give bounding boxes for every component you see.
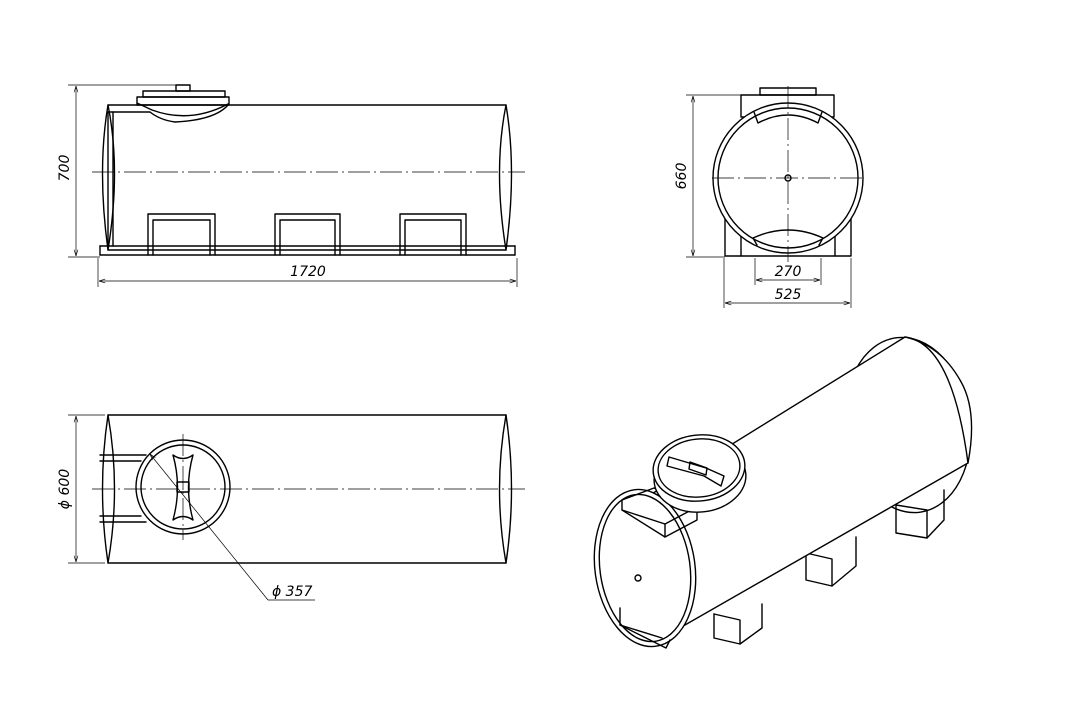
lid-diameter-leader bbox=[150, 454, 269, 601]
iso-cylinder bbox=[649, 336, 973, 646]
side-lid bbox=[107, 84, 230, 123]
iso-front-cap bbox=[593, 488, 697, 648]
side-height-label: 700 bbox=[57, 155, 73, 182]
lid-diameter-label: ϕ 357 bbox=[272, 584, 313, 600]
end-outer-width-label: 525 bbox=[775, 287, 802, 303]
end-view: 660 270 525 bbox=[674, 86, 864, 308]
tank-body-side bbox=[101, 104, 513, 251]
end-height-label: 660 bbox=[674, 163, 690, 190]
side-length-label: 1720 bbox=[290, 264, 326, 280]
isometric-view bbox=[593, 336, 973, 649]
side-foot bbox=[147, 213, 216, 256]
side-view: 700 1720 bbox=[57, 84, 525, 287]
top-view: ϕ 600 ϕ 357 bbox=[57, 414, 525, 601]
top-width-label: ϕ 600 bbox=[57, 469, 73, 510]
iso-drain-hole bbox=[634, 574, 642, 582]
side-foot bbox=[399, 213, 467, 256]
side-foot bbox=[274, 213, 341, 256]
end-inner-width-label: 270 bbox=[775, 264, 802, 280]
iso-lid bbox=[652, 434, 747, 513]
